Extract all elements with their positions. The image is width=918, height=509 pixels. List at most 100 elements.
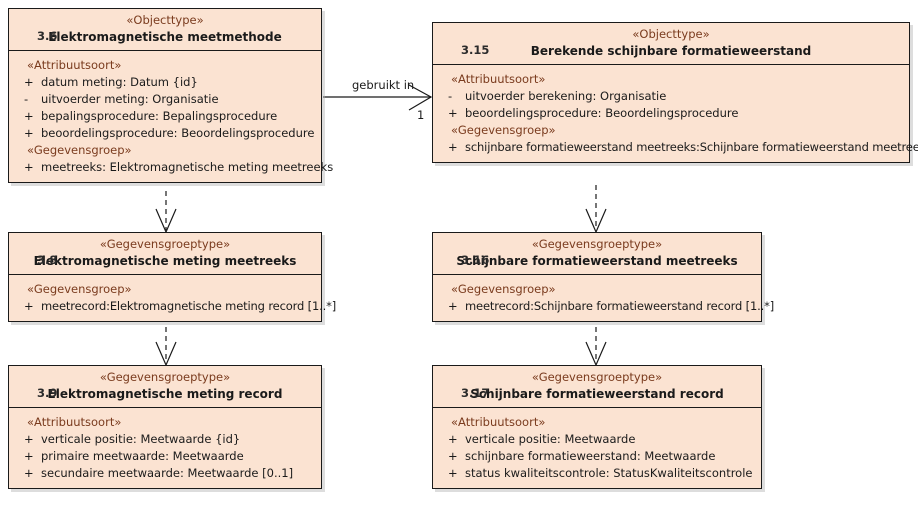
class-name: Berekende schijnbare formatieweerstand [530, 44, 812, 58]
compartment-label-gegevensgroep: «Gegevensgroep» [27, 143, 132, 157]
connector-multiplicity-target: 1 [417, 108, 425, 122]
class-feature: + secundaire meetwaarde: Meetwaarde [0..… [13, 465, 317, 482]
class-header: «Gegevensgroeptype» 3.16 Schijnbare form… [433, 233, 761, 275]
class-header: «Gegevensgroeptype» 3.8 Elektromagnetisc… [9, 233, 321, 275]
feature-text: status kwaliteitscontrole: StatusKwalite… [465, 466, 753, 480]
class-feature: + status kwaliteitscontrole: StatusKwali… [437, 465, 757, 482]
class-feature: + schijnbare formatieweerstand meetreeks… [437, 139, 918, 156]
class-number: 3.15 [461, 43, 490, 57]
class-title-row: 3.9 Elektromagnetische meting record [15, 385, 315, 402]
connector-dep-38-39[interactable] [155, 327, 177, 367]
class-title-row: 3.16 Schijnbare formatieweerstand meetre… [439, 252, 755, 269]
class-name: Elektromagnetische meetmethode [48, 30, 282, 44]
class-feature: - uitvoerder berekening: Organisatie [437, 88, 905, 105]
class-number: 3.6 [37, 29, 58, 43]
class-name: Elektromagnetische meting record [47, 387, 283, 401]
class-number: 3.16 [461, 253, 490, 267]
class-feature: - uitvoerder meting: Organisatie [13, 91, 317, 108]
class-feature: + verticale positie: Meetwaarde [437, 431, 757, 448]
class-body: «Attribuutsoort» + verticale positie: Me… [433, 408, 761, 488]
class-name: Elektromagnetische meting meetreeks [33, 254, 297, 268]
class-stereotype: «Gegevensgroeptype» [531, 237, 663, 251]
feature-visibility: + [24, 449, 34, 463]
class-header: «Objecttype» 3.15 Berekende schijnbare f… [433, 23, 909, 65]
class-stereotype: «Gegevensgroeptype» [99, 237, 231, 251]
class-stereotype: «Gegevensgroeptype» [99, 370, 231, 384]
class-feature: + meetreeks: Elektromagnetische meting m… [13, 159, 333, 176]
uml-class-schijnbare-formatieweerstand-record[interactable]: «Gegevensgroeptype» 3.17 Schijnbare form… [432, 365, 762, 489]
compartment-label-attribuutsoort: «Attribuutsoort» [27, 415, 122, 429]
feature-text: bepalingsprocedure: Bepalingsprocedure [41, 109, 278, 123]
compartment-label-gegevensgroep: «Gegevensgroep» [451, 282, 556, 296]
feature-visibility: + [448, 466, 458, 480]
class-name: Schijnbare formatieweerstand record [470, 387, 724, 401]
class-header: «Gegevensgroeptype» 3.9 Elektromagnetisc… [9, 366, 321, 408]
feature-text: verticale positie: Meetwaarde {id} [41, 432, 241, 446]
feature-text: beoordelingsprocedure: Beoordelingsproce… [41, 126, 315, 140]
class-header: «Objecttype» 3.6 Elektromagnetische meet… [9, 9, 321, 51]
connector-assoc-gebruikt-in[interactable] [323, 84, 433, 111]
class-stereotype: «Gegevensgroeptype» [531, 370, 663, 384]
uml-class-berekende-schijnbare-formatieweerstand[interactable]: «Objecttype» 3.15 Berekende schijnbare f… [432, 22, 918, 163]
feature-text: meetreeks: Elektromagnetische meting mee… [41, 160, 334, 174]
feature-visibility: + [24, 299, 34, 313]
feature-visibility: + [24, 466, 34, 480]
class-title-row: 3.6 Elektromagnetische meetmethode [15, 28, 315, 45]
class-feature: + datum meting: Datum {id} [13, 74, 317, 91]
class-feature: + primaire meetwaarde: Meetwaarde [13, 448, 317, 465]
class-number: 3.17 [461, 386, 490, 400]
class-header: «Gegevensgroeptype» 3.17 Schijnbare form… [433, 366, 761, 408]
feature-text: datum meting: Datum {id} [41, 75, 198, 89]
feature-visibility: + [448, 432, 458, 446]
class-title-row: 3.8 Elektromagnetische meting meetreeks [15, 252, 315, 269]
feature-text: uitvoerder meting: Organisatie [41, 92, 219, 106]
uml-class-schijnbare-formatieweerstand-meetreeks[interactable]: «Gegevensgroeptype» 3.16 Schijnbare form… [432, 232, 774, 322]
connector-dep-36-38[interactable] [155, 191, 177, 234]
feature-text: beoordelingsprocedure: Beoordelingsproce… [465, 106, 739, 120]
uml-class-elektromagnetische-meting-record[interactable]: «Gegevensgroeptype» 3.9 Elektromagnetisc… [8, 365, 322, 489]
connector-label-gebruikt-in: gebruikt in [352, 78, 415, 92]
feature-visibility: + [448, 140, 458, 154]
class-body: «Gegevensgroep» + meetrecord:Elektromagn… [9, 275, 336, 321]
feature-text: schijnbare formatieweerstand meetreeks:S… [465, 140, 918, 154]
class-number: 3.8 [37, 253, 58, 267]
class-feature: + beoordelingsprocedure: Beoordelingspro… [437, 105, 905, 122]
feature-text: meetrecord:Schijnbare formatieweerstand … [465, 299, 775, 313]
feature-visibility: + [24, 109, 34, 123]
feature-text: schijnbare formatieweerstand: Meetwaarde [465, 449, 716, 463]
class-feature: + verticale positie: Meetwaarde {id} [13, 431, 317, 448]
compartment-label-attribuutsoort: «Attribuutsoort» [451, 72, 546, 86]
class-title-row: 3.15 Berekende schijnbare formatieweerst… [439, 42, 903, 59]
class-feature: + bepalingsprocedure: Bepalingsprocedure [13, 108, 317, 125]
feature-visibility: + [448, 299, 458, 313]
class-body: «Gegevensgroep» + meetrecord:Schijnbare … [433, 275, 774, 321]
uml-class-elektromagnetische-meetmethode[interactable]: «Objecttype» 3.6 Elektromagnetische meet… [8, 8, 333, 183]
class-feature: + meetrecord:Schijnbare formatieweerstan… [437, 298, 774, 315]
feature-visibility: + [448, 106, 458, 120]
feature-visibility: + [24, 160, 34, 174]
feature-visibility: + [24, 126, 34, 140]
uml-class-elektromagnetische-meting-meetreeks[interactable]: «Gegevensgroeptype» 3.8 Elektromagnetisc… [8, 232, 336, 322]
feature-text: uitvoerder berekening: Organisatie [465, 89, 667, 103]
feature-text: verticale positie: Meetwaarde [465, 432, 636, 446]
feature-visibility: + [24, 75, 34, 89]
connector-dep-315-316[interactable] [585, 185, 607, 234]
feature-visibility: - [448, 89, 453, 103]
class-number: 3.9 [37, 386, 58, 400]
connector-dep-316-317[interactable] [585, 327, 607, 367]
feature-text: secundaire meetwaarde: Meetwaarde [0..1] [41, 466, 294, 480]
compartment-label-attribuutsoort: «Attribuutsoort» [27, 58, 122, 72]
class-body: «Attribuutsoort» - uitvoerder berekening… [433, 65, 918, 162]
class-stereotype: «Objecttype» [126, 13, 204, 27]
class-feature: + schijnbare formatieweerstand: Meetwaar… [437, 448, 757, 465]
feature-visibility: + [24, 432, 34, 446]
class-name: Schijnbare formatieweerstand meetreeks [456, 254, 738, 268]
compartment-label-attribuutsoort: «Attribuutsoort» [451, 415, 546, 429]
compartment-label-gegevensgroep: «Gegevensgroep» [451, 123, 556, 137]
class-body: «Attribuutsoort» + verticale positie: Me… [9, 408, 321, 488]
class-title-row: 3.17 Schijnbare formatieweerstand record [439, 385, 755, 402]
feature-text: meetrecord:Elektromagnetische meting rec… [41, 299, 337, 313]
class-feature: + beoordelingsprocedure: Beoordelingspro… [13, 125, 317, 142]
feature-visibility: + [448, 449, 458, 463]
